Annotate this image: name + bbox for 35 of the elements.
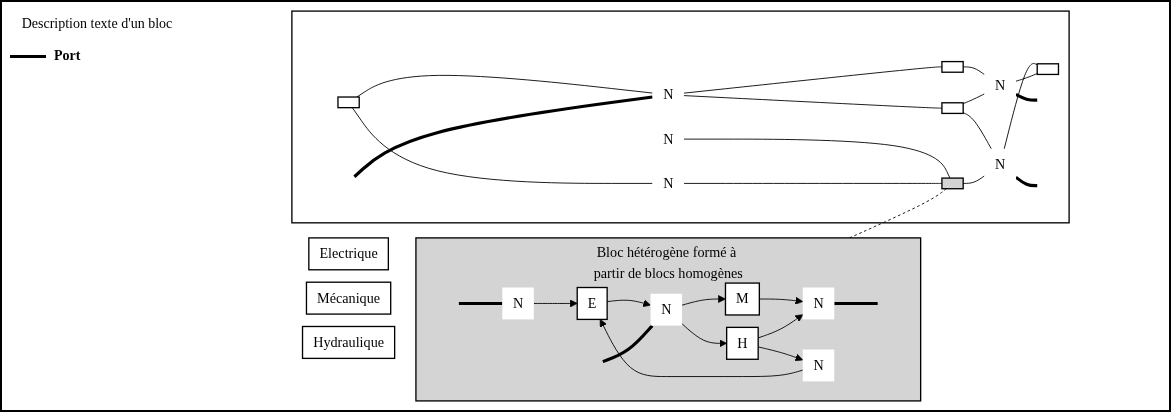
connector-line xyxy=(683,66,943,94)
container-block xyxy=(291,10,1070,224)
connector-line xyxy=(1003,63,1038,150)
shaded-block xyxy=(941,177,964,190)
connector-line xyxy=(353,95,653,178)
empty-block xyxy=(941,102,964,115)
connector-line xyxy=(962,112,992,150)
connector-line xyxy=(683,138,951,179)
node-label: N xyxy=(652,123,685,156)
block: M xyxy=(724,282,760,316)
empty-block xyxy=(941,60,964,73)
connector-line xyxy=(602,324,654,364)
empty-block xyxy=(337,96,360,109)
connector-line xyxy=(962,93,985,105)
empty-block xyxy=(1036,63,1060,76)
connector-line xyxy=(962,66,985,76)
connector-line xyxy=(834,301,878,305)
legend-label: Port xyxy=(54,48,81,64)
connector-line xyxy=(683,182,943,184)
connector-line xyxy=(351,107,653,184)
connector-line xyxy=(458,301,503,305)
connector-line xyxy=(1015,73,1038,82)
block: H xyxy=(726,326,759,360)
block: E xyxy=(576,286,608,321)
block: Mécanique xyxy=(305,281,392,315)
connector-line xyxy=(683,95,943,109)
connector-line xyxy=(356,74,653,98)
connector-line xyxy=(1015,93,1038,102)
block: Electrique xyxy=(308,237,389,271)
node-label: N xyxy=(502,287,534,320)
description-heading: Description texte d'un bloc xyxy=(20,16,174,32)
block: Hydraulique xyxy=(301,325,396,360)
connector-line xyxy=(1015,176,1038,188)
connector-line xyxy=(962,175,985,184)
node-label: N xyxy=(984,148,1016,181)
